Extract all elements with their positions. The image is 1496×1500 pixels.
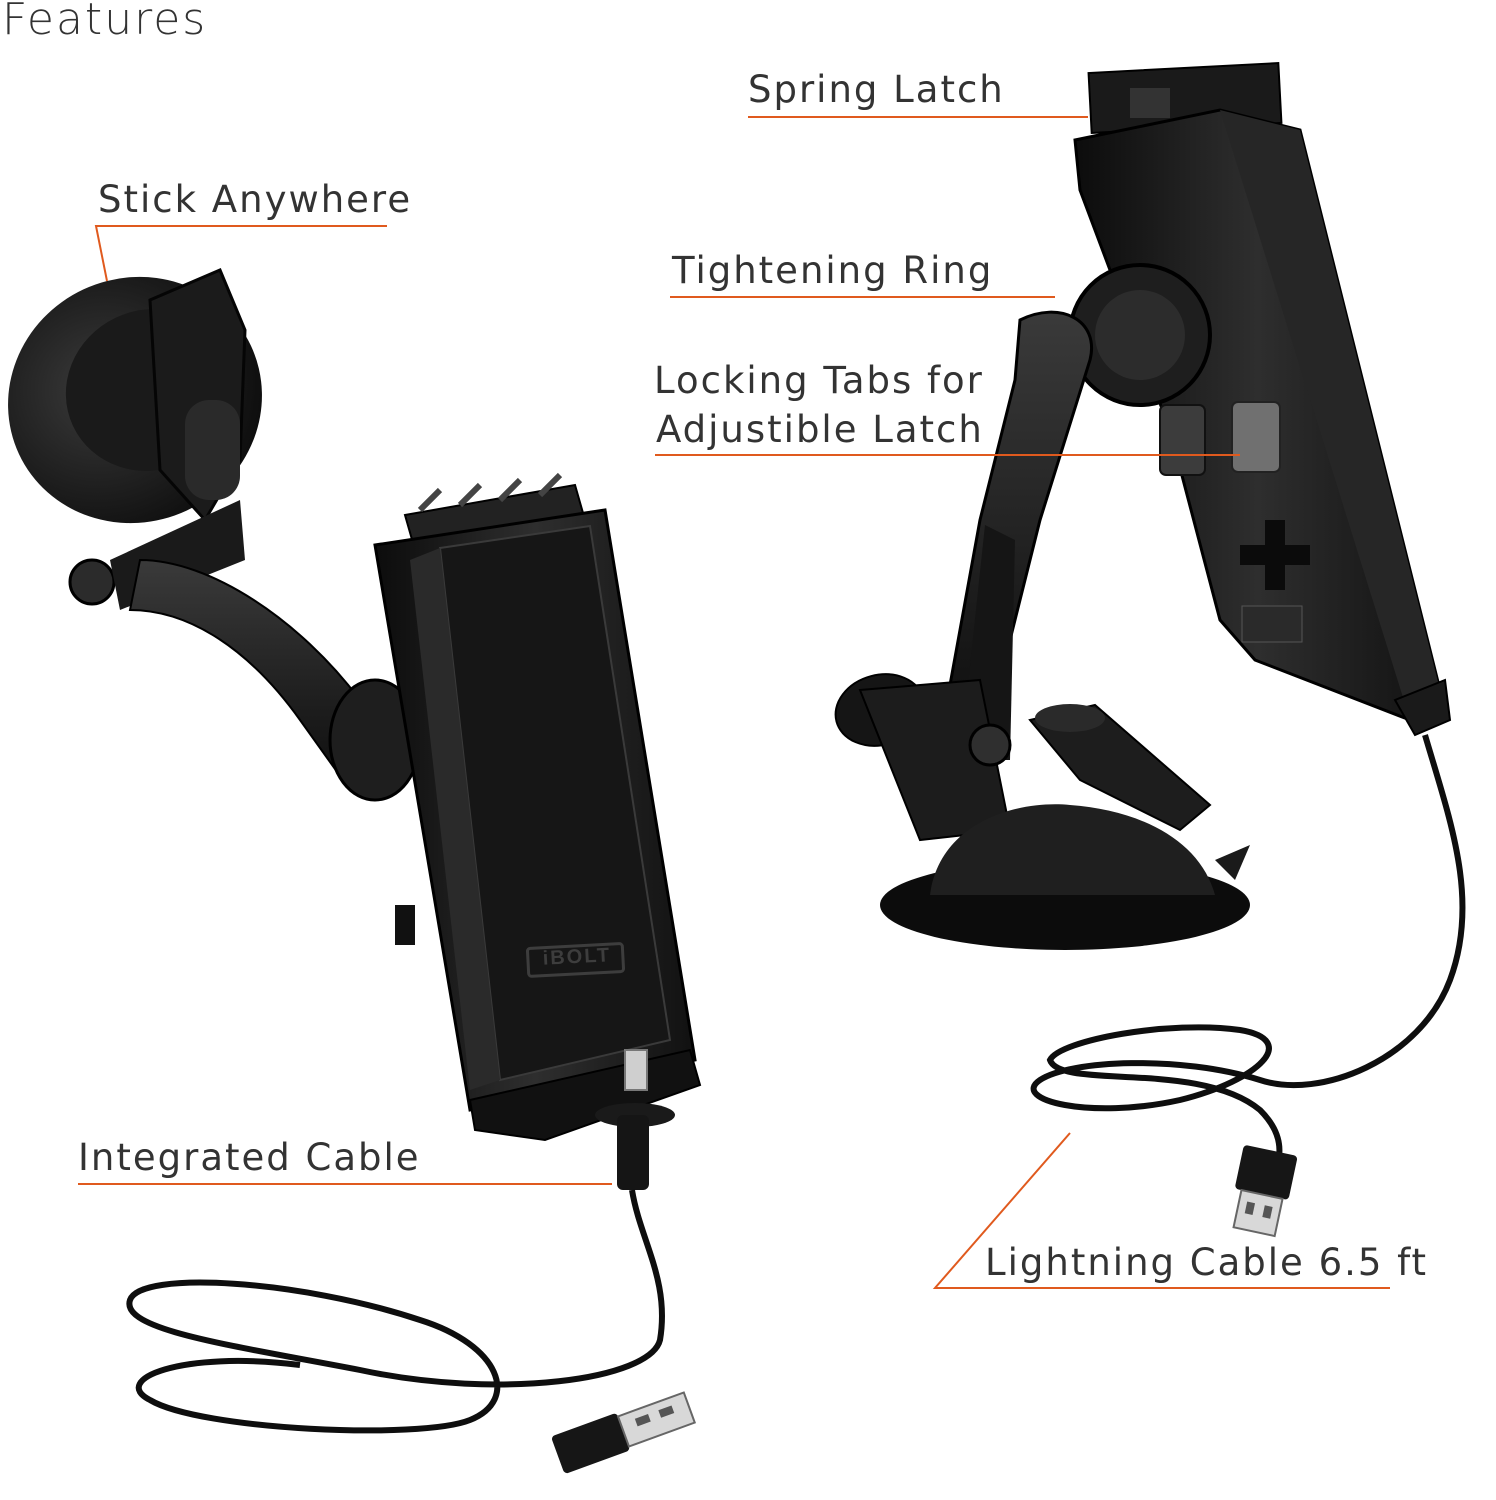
callout-stick-anywhere: Stick Anywhere: [98, 178, 413, 221]
pivot-knob: [68, 558, 116, 606]
brand-logo: iBOLT: [542, 944, 612, 970]
callout-locking-tabs-line2: Adjustible Latch: [656, 408, 984, 451]
usb-plug-left: [552, 1391, 697, 1474]
callout-integrated-cable: Integrated Cable: [78, 1136, 421, 1179]
right-mount: [834, 62, 1466, 1238]
usb-plug-right: [1232, 1145, 1298, 1238]
left-mount: [8, 268, 702, 1474]
locking-tab-2: [1231, 401, 1281, 473]
locking-tab-1: [1159, 404, 1206, 476]
page-title: Features: [2, 0, 208, 45]
callout-line-stick-anywhere: [94, 225, 387, 282]
integrated-cable-wire: [126, 1189, 665, 1434]
lightning-cable-wire: [1030, 734, 1466, 1183]
callout-tightening-ring: Tightening Ring: [672, 249, 994, 292]
callout-locking-tabs-line1: Locking Tabs for: [654, 359, 984, 402]
callout-line-lightning-cable: [932, 1132, 1390, 1289]
callout-spring-latch: Spring Latch: [748, 68, 1005, 111]
callout-lightning-cable: Lightning Cable 6.5 ft: [985, 1241, 1429, 1284]
callout-lines: [78, 116, 1390, 1289]
